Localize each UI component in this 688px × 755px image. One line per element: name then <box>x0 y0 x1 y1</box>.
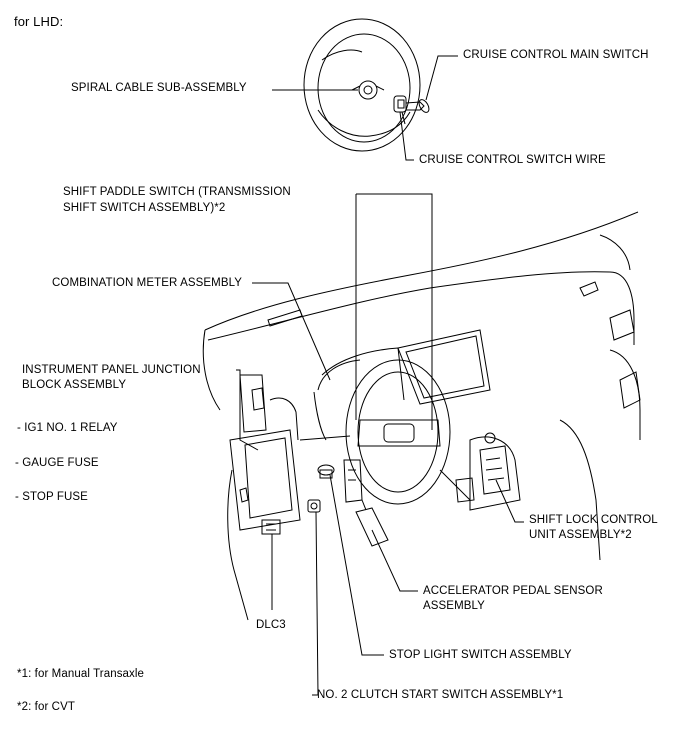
label-shift-paddle-switch-line2: SHIFT SWITCH ASSEMBLY)*2 <box>63 202 226 214</box>
label-shift-lock-control-line2: UNIT ASSEMBLY*2 <box>529 529 632 541</box>
steering-wheel-detail <box>303 18 430 152</box>
label-ig1-no1-relay: - IG1 NO. 1 RELAY <box>17 422 118 434</box>
label-instrument-panel-junction-line2: BLOCK ASSEMBLY <box>22 379 127 391</box>
label-accelerator-pedal-line1: ACCELERATOR PEDAL SENSOR <box>423 585 603 597</box>
label-spiral-cable-sub-assembly: SPIRAL CABLE SUB-ASSEMBLY <box>71 82 247 94</box>
label-accelerator-pedal-line2: ASSEMBLY <box>423 600 485 612</box>
label-shift-paddle-switch-line1: SHIFT PADDLE SWITCH (TRANSMISSION <box>63 186 291 198</box>
label-stop-fuse: - STOP FUSE <box>15 491 88 503</box>
label-stop-light-switch-assembly: STOP LIGHT SWITCH ASSEMBLY <box>389 649 572 661</box>
footnote-1: *1: for Manual Transaxle <box>17 668 145 680</box>
label-shift-lock-control-line1: SHIFT LOCK CONTROL <box>529 514 658 526</box>
label-gauge-fuse: - GAUGE FUSE <box>15 457 99 469</box>
label-cruise-control-switch-wire: CRUISE CONTROL SWITCH WIRE <box>419 154 606 166</box>
label-no2-clutch-start-switch: NO. 2 CLUTCH START SWITCH ASSEMBLY*1 <box>317 689 564 701</box>
dashboard-outline <box>202 211 641 621</box>
variant-header: for LHD: <box>14 14 64 29</box>
leader-lines <box>236 55 524 696</box>
label-instrument-panel-junction-line1: INSTRUMENT PANEL JUNCTION <box>22 364 201 376</box>
label-dlc3: DLC3 <box>256 619 286 631</box>
label-cruise-control-main-switch: CRUISE CONTROL MAIN SWITCH <box>463 49 649 61</box>
label-combination-meter-assembly: COMBINATION METER ASSEMBLY <box>52 277 243 289</box>
footnote-2: *2: for CVT <box>17 701 75 713</box>
